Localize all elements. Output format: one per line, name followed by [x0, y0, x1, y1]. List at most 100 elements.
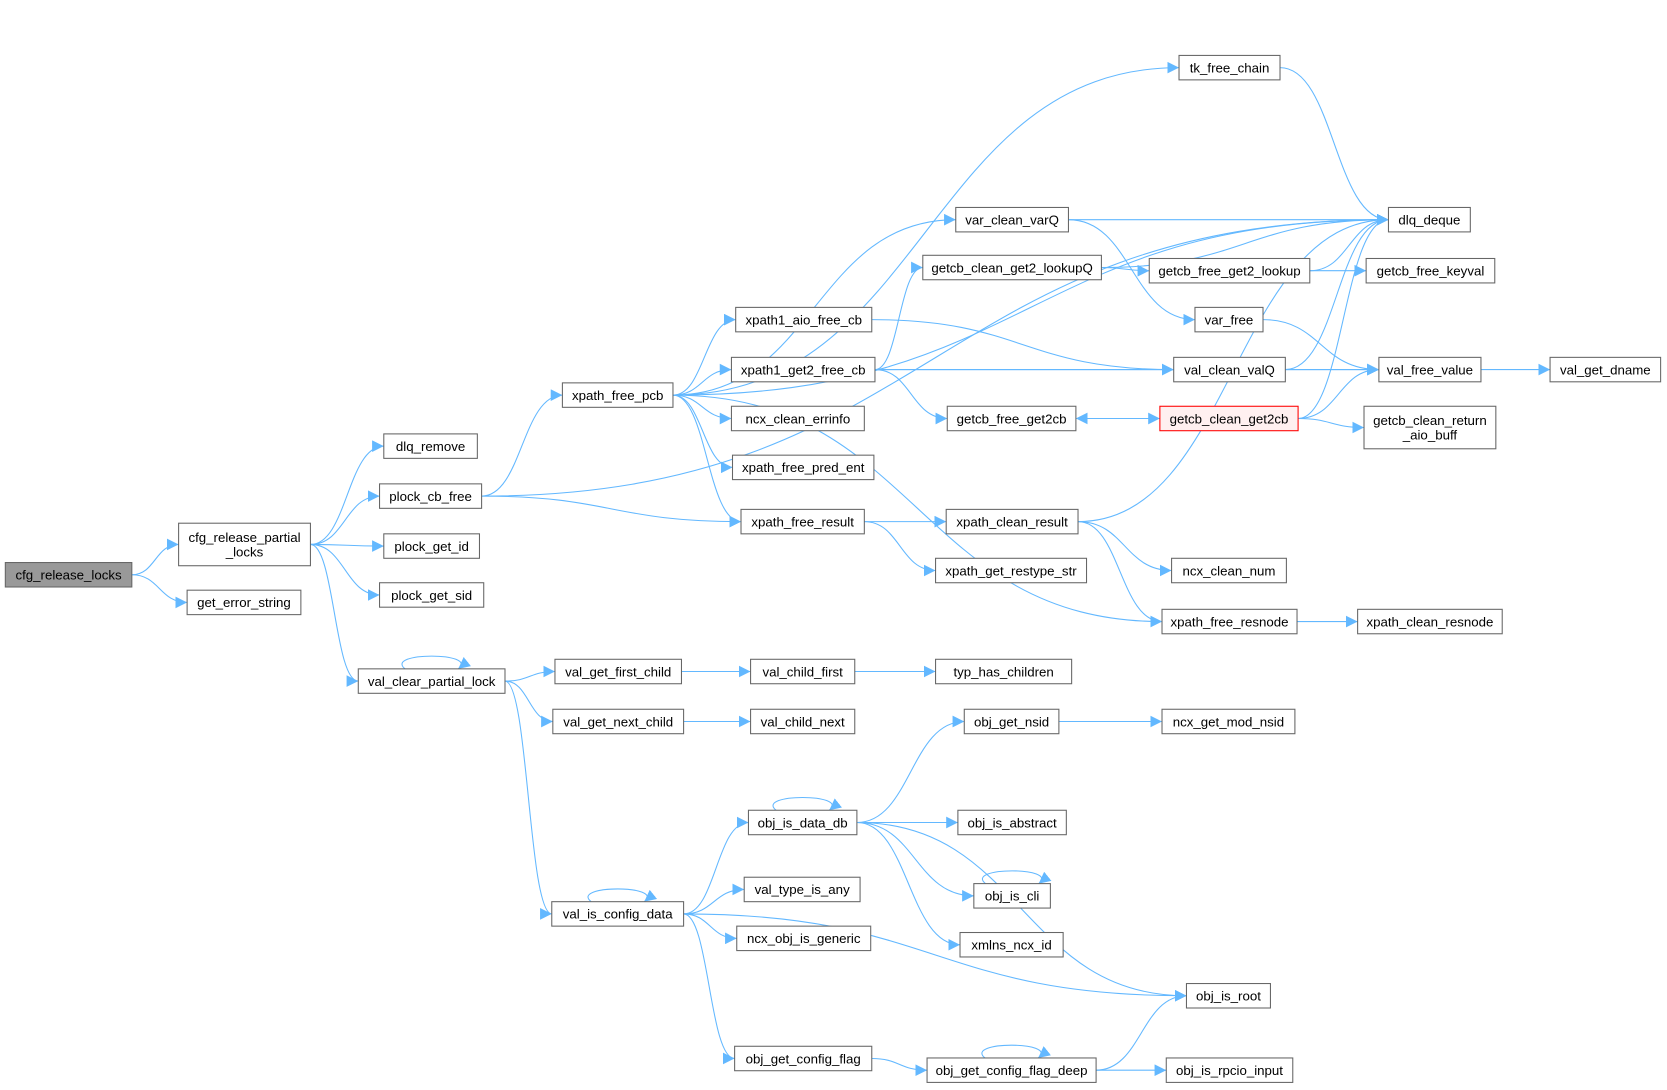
node-box — [1173, 356, 1286, 383]
node-xpath-free-result[interactable]: xpath_free_result — [740, 508, 865, 535]
node-plock-cb-free[interactable]: plock_cb_free — [379, 483, 483, 509]
edge-xpath_free_pcb-to-xpath_free_pred_ent — [672, 394, 733, 474]
node-getcb-free-get2-lookup[interactable]: getcb_free_get2_lookup — [1148, 257, 1311, 284]
node-box — [957, 809, 1067, 836]
edge-cfg_release_partial_locks-to-dlq_remove — [310, 440, 384, 545]
node-val-child-next[interactable]: val_child_next — [750, 708, 856, 735]
node-val-type-is-any[interactable]: val_type_is_any — [743, 876, 861, 903]
node-cfg-release-locks[interactable]: cfg_release_locks — [4, 562, 133, 588]
node-box — [1148, 257, 1311, 284]
node-label: getcb_free_get2cb — [957, 411, 1067, 426]
node-xpath-free-resnode[interactable]: xpath_free_resnode — [1161, 608, 1298, 635]
node-box — [973, 883, 1051, 909]
node-val-get-dname[interactable]: val_get_dname — [1549, 356, 1662, 383]
node-xpath-get-restype-str[interactable]: xpath_get_restype_str — [935, 557, 1088, 584]
node-var-free[interactable]: var_free — [1194, 306, 1264, 333]
node-label: obj_is_data_db — [758, 815, 848, 830]
node-box — [750, 658, 856, 685]
edge-val_is_config_data-to-val_type_is_any — [683, 883, 745, 915]
node-label: ncx_clean_errinfo — [746, 411, 851, 426]
node-box — [1161, 708, 1296, 735]
node-obj-is-rpcio-input[interactable]: obj_is_rpcio_input — [1165, 1057, 1294, 1083]
node-val-clear-partial-lock[interactable]: val_clear_partial_lock — [357, 668, 506, 694]
node-label: val_child_next — [761, 714, 845, 729]
node-box — [743, 876, 861, 903]
edge-obj_get_config_flag_deep-to-obj_get_config_flag_deep — [981, 1044, 1051, 1059]
node-label: getcb_free_get2_lookup — [1158, 263, 1300, 278]
edge-getcb_clean_get2cb-to-dlq_deque — [1298, 213, 1389, 420]
node-xpath1-get2-free-cb[interactable]: xpath1_get2_free_cb — [730, 356, 876, 383]
node-cfg-release-partial-locks[interactable]: cfg_release_partial_locks — [178, 522, 311, 567]
node-ncx-get-mod-nsid[interactable]: ncx_get_mod_nsid — [1161, 708, 1296, 735]
node-tk-free-chain[interactable]: tk_free_chain — [1178, 54, 1281, 81]
node-obj-is-root[interactable]: obj_is_root — [1185, 983, 1271, 1009]
node-xpath-clean-result[interactable]: xpath_clean_result — [945, 508, 1079, 535]
node-label: ncx_get_mod_nsid — [1173, 714, 1284, 729]
node-getcb-free-get2cb[interactable]: getcb_free_get2cb — [946, 405, 1077, 432]
node-box — [379, 483, 483, 509]
node-dlq-remove[interactable]: dlq_remove — [383, 433, 478, 459]
edge-xpath1_get2_free_cb-to-getcb_free_get2cb — [874, 369, 948, 425]
node-ncx-clean-num[interactable]: ncx_clean_num — [1171, 557, 1287, 584]
node-label: cfg_release_partial — [188, 530, 300, 545]
node-obj-get-config-flag[interactable]: obj_get_config_flag — [734, 1045, 873, 1072]
node-plock-get-id[interactable]: plock_get_id — [383, 533, 481, 559]
edge-xpath_free_pcb-to-xpath_free_result — [672, 394, 742, 528]
node-var-clean-varQ[interactable]: var_clean_varQ — [955, 206, 1069, 233]
node-label: val_child_first — [762, 664, 843, 679]
node-dlq-deque[interactable]: dlq_deque — [1387, 206, 1471, 233]
node-obj-is-cli[interactable]: obj_is_cli — [973, 883, 1051, 909]
node-val-child-first[interactable]: val_child_first — [750, 658, 856, 685]
edge-plock_cb_free-to-dlq_deque — [481, 213, 1389, 497]
node-val-get-next-child[interactable]: val_get_next_child — [552, 708, 685, 735]
node-box — [959, 931, 1064, 958]
node-xpath-free-pcb[interactable]: xpath_free_pcb — [561, 382, 674, 408]
node-obj-is-data-db[interactable]: obj_is_data_db — [747, 809, 858, 836]
node-label: tk_free_chain — [1190, 60, 1270, 75]
node-label: plock_get_id — [394, 539, 469, 554]
node-xpath-free-pred-ent[interactable]: xpath_free_pred_ent — [731, 454, 875, 481]
node-val-is-config-data[interactable]: val_is_config_data — [551, 901, 685, 927]
node-obj-get-config-flag-deep[interactable]: obj_get_config_flag_deep — [926, 1057, 1097, 1083]
node-label: ncx_clean_num — [1183, 563, 1276, 578]
node-getcb-free-keyval[interactable]: getcb_free_keyval — [1365, 257, 1496, 284]
edge-getcb_clean_get2_lookupQ-to-getcb_free_get2_lookup — [1101, 264, 1150, 277]
node-plock-get-sid[interactable]: plock_get_sid — [379, 582, 485, 608]
node-box — [946, 405, 1077, 432]
node-box — [935, 557, 1088, 584]
node-box — [736, 925, 872, 952]
node-ncx-clean-errinfo[interactable]: ncx_clean_errinfo — [730, 405, 865, 432]
edge-val_clear_partial_lock-to-val_get_next_child — [504, 680, 553, 728]
edge-val_clear_partial_lock-to-val_is_config_data — [504, 680, 552, 920]
node-val-get-first-child[interactable]: val_get_first_child — [554, 658, 683, 685]
node-label: xpath_free_result — [751, 514, 854, 529]
node-val-clean-valQ[interactable]: val_clean_valQ — [1173, 356, 1286, 383]
node-ncx-obj-is-generic[interactable]: ncx_obj_is_generic — [736, 925, 872, 952]
node-box — [750, 708, 856, 735]
node-box — [357, 668, 506, 694]
node-label: val_free_value — [1387, 362, 1473, 377]
edge-obj_get_config_flag-to-obj_get_config_flag_deep — [871, 1057, 928, 1077]
node-obj-get-nsid[interactable]: obj_get_nsid — [963, 708, 1060, 735]
node-label: dlq_deque — [1398, 212, 1460, 227]
node-getcb-clean-get2cb[interactable]: getcb_clean_get2cb — [1159, 405, 1299, 432]
node-label: xpath_free_resnode — [1171, 614, 1289, 629]
node-get-error-string[interactable]: get_error_string — [186, 589, 302, 616]
node-label: xmlns_ncx_id — [971, 938, 1051, 953]
node-label: val_type_is_any — [755, 882, 851, 897]
edge-cfg_release_partial_locks-to-plock_get_id — [310, 540, 384, 552]
node-obj-is-abstract[interactable]: obj_is_abstract — [957, 809, 1067, 836]
node-getcb-clean-get2-lookupQ[interactable]: getcb_clean_get2_lookupQ — [922, 254, 1102, 281]
edge-cfg_release_partial_locks-to-plock_cb_free — [310, 490, 380, 545]
node-xpath-clean-resnode[interactable]: xpath_clean_resnode — [1357, 608, 1503, 635]
node-label: typ_has_children — [953, 664, 1053, 679]
edge-cfg_release_locks-to-cfg_release_partial_locks — [131, 538, 179, 576]
node-xmlns-ncx-id[interactable]: xmlns_ncx_id — [959, 931, 1064, 958]
edge-cfg_release_partial_locks-to-plock_get_sid — [310, 543, 380, 601]
node-label: val_clear_partial_lock — [368, 674, 496, 689]
node-val-free-value[interactable]: val_free_value — [1378, 356, 1482, 383]
node-xpath1-aio-free-cb[interactable]: xpath1_aio_free_cb — [735, 306, 873, 333]
edge-obj_is_data_db-to-obj_is_data_db — [772, 797, 843, 811]
node-getcb-clean-return-aio-buff[interactable]: getcb_clean_return_aio_buff — [1363, 405, 1497, 450]
node-typ-has-children[interactable]: typ_has_children — [935, 658, 1073, 685]
